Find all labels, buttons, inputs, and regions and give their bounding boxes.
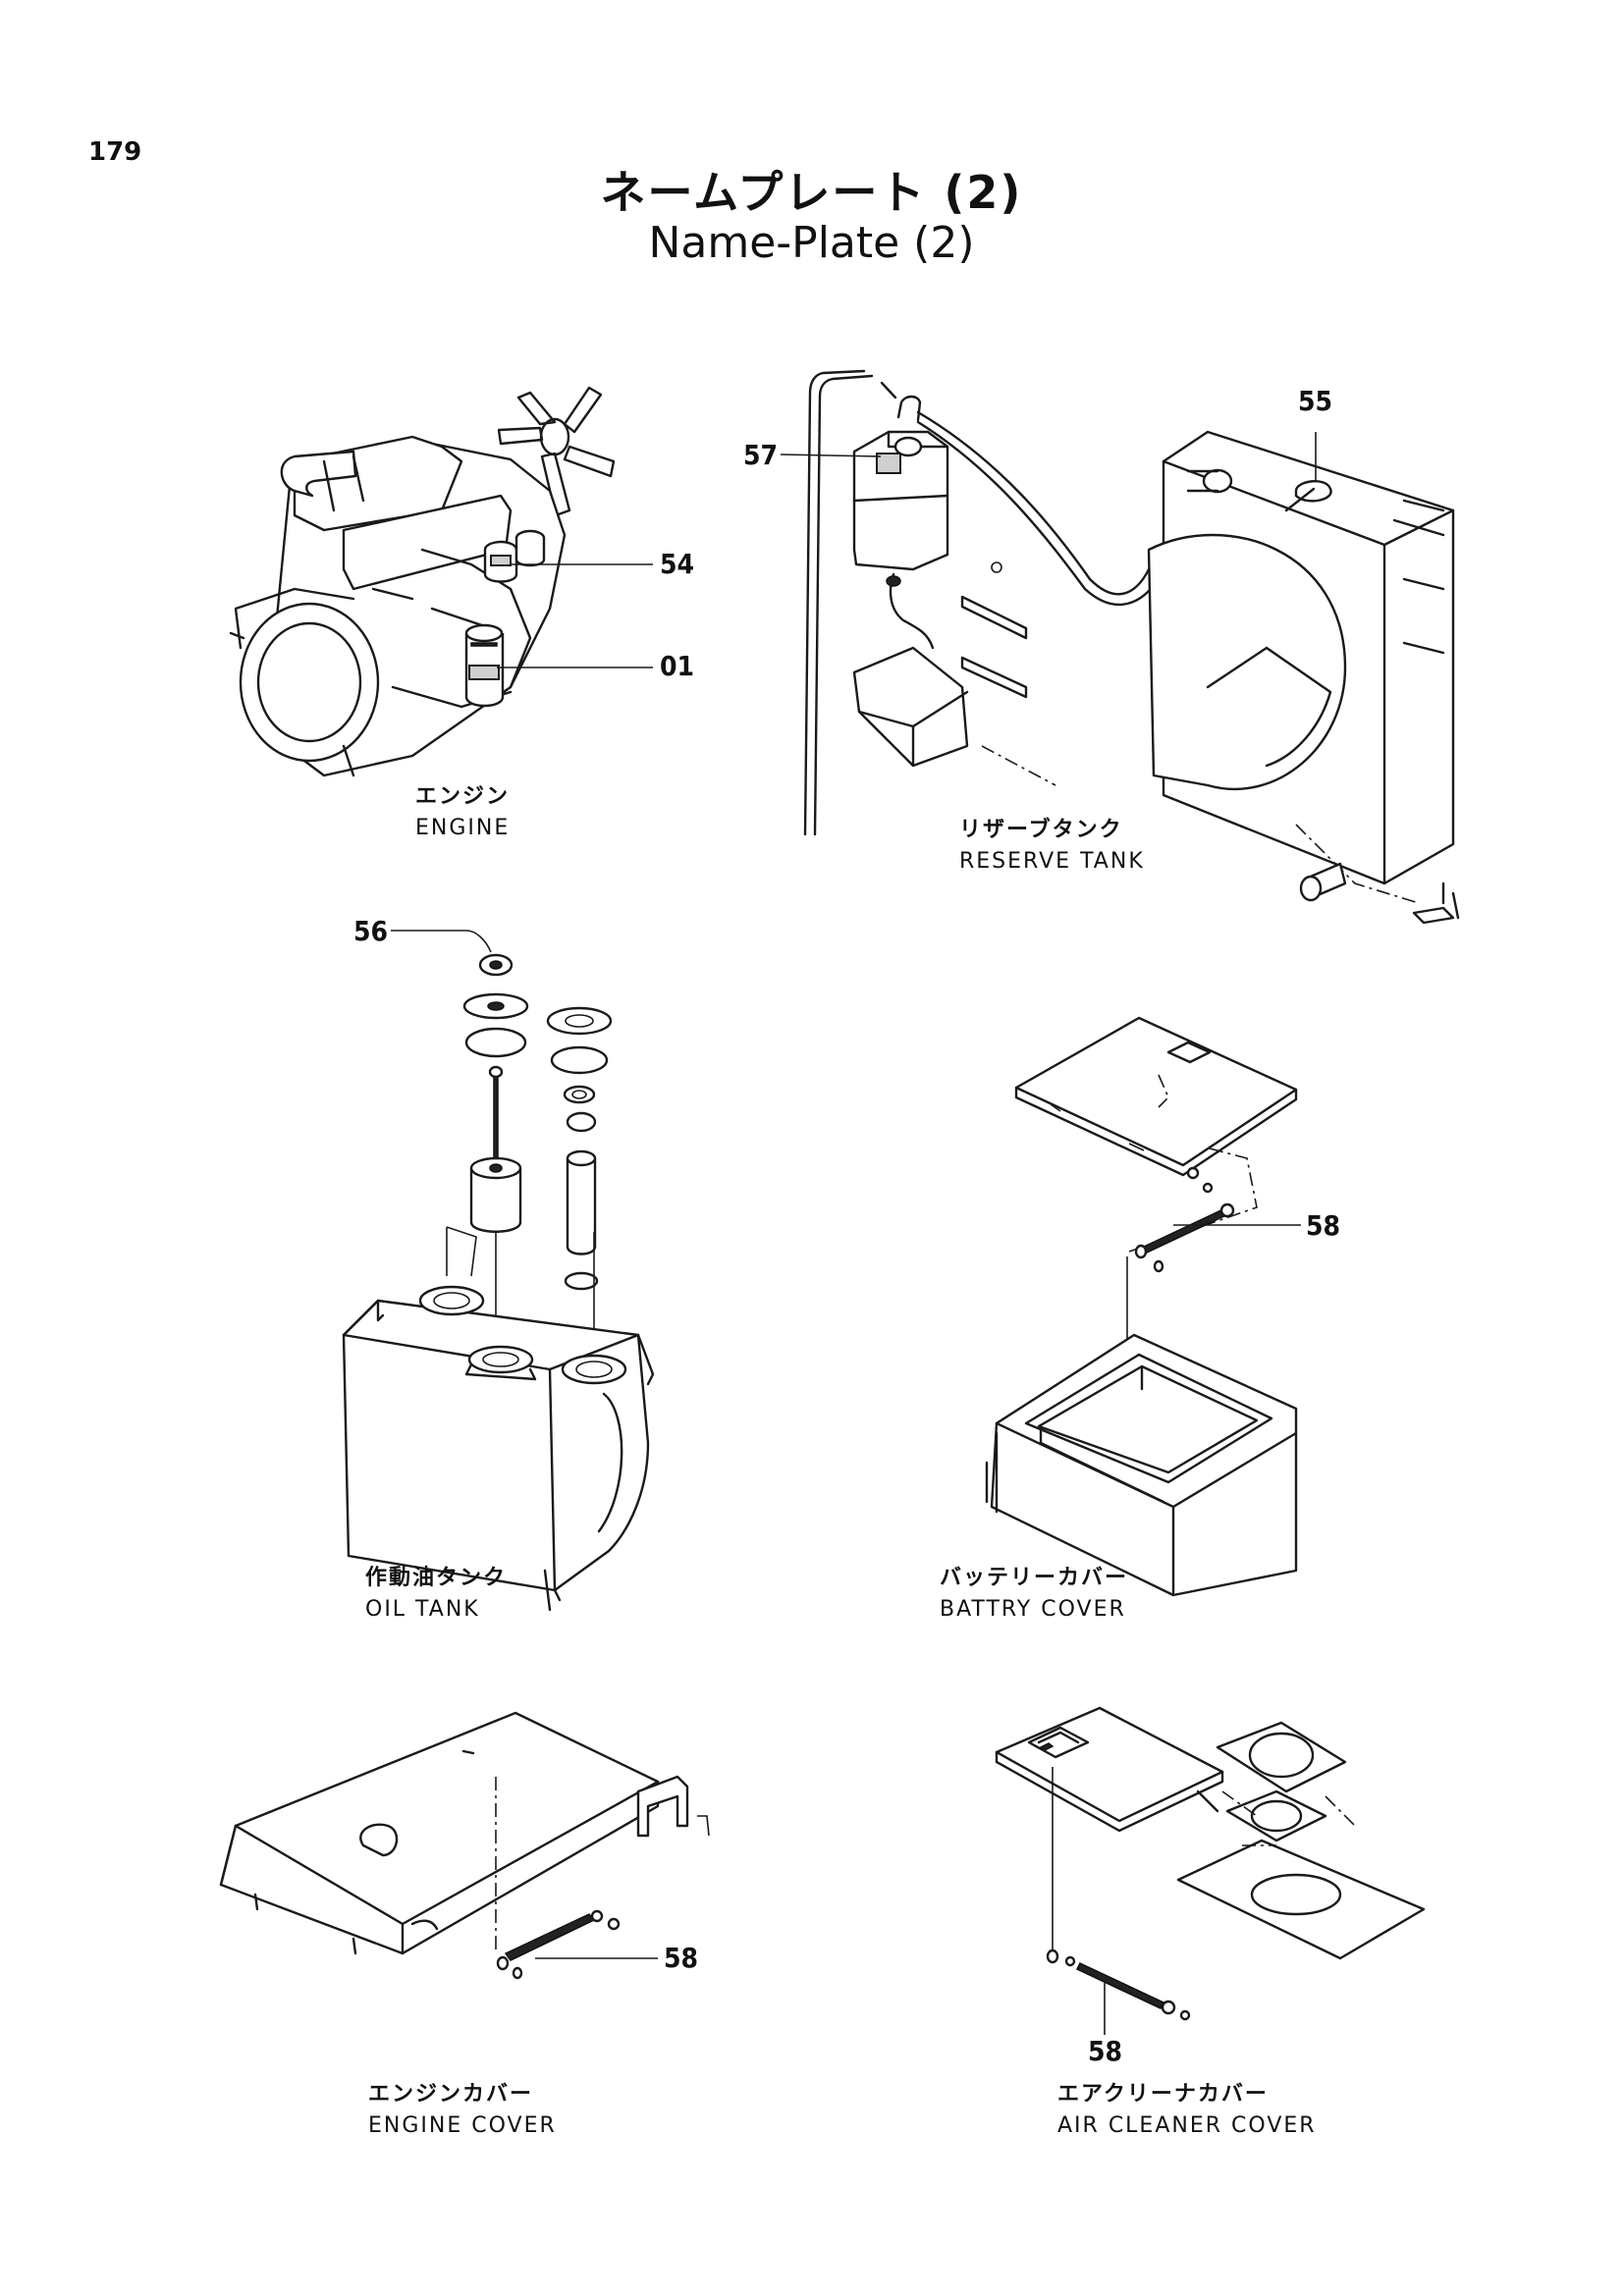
air-cleaner-cover-illustration	[995, 1706, 1426, 2035]
caption-engine-cover-en: ENGINE COVER	[368, 2113, 557, 2138]
caption-oil-tank-en: OIL TANK	[365, 1597, 480, 1622]
caption-engine-jp: エンジン	[415, 784, 511, 809]
caption-battery-cover-jp: バッテリーカバー	[940, 1566, 1129, 1590]
caption-engine-cover-jp: エンジンカバー	[368, 2082, 534, 2107]
caption-air-cleaner-cover-en: AIR CLEANER COVER	[1057, 2113, 1317, 2138]
engine-filter-54	[483, 529, 546, 583]
oil-tank-illustration	[342, 930, 655, 1612]
caption-reserve-tank: リザーブタンク RESERVE TANK	[959, 815, 1145, 878]
reserve-tank-illustration	[780, 369, 1460, 925]
page-title-jp: ネームプレート (2)	[600, 166, 1023, 219]
callout-55: 55	[1298, 385, 1333, 417]
caption-reserve-tank-jp: リザーブタンク	[959, 818, 1123, 842]
engine-cover-illustration	[219, 1711, 710, 1980]
callout-58-engine-cover: 58	[664, 1942, 699, 1974]
caption-reserve-tank-en: RESERVE TANK	[959, 849, 1145, 874]
page-title-en: Name-Plate (2)	[648, 218, 975, 268]
caption-oil-tank: 作動油タンク OIL TANK	[365, 1563, 507, 1626]
engine-illustration	[229, 386, 653, 777]
caption-engine: エンジン ENGINE	[415, 781, 510, 844]
callout-57: 57	[743, 439, 779, 471]
callout-01: 01	[660, 650, 695, 682]
callout-54: 54	[660, 548, 695, 580]
caption-battery-cover: バッテリーカバー BATTRY COVER	[940, 1563, 1128, 1626]
engine-fan	[497, 386, 616, 517]
caption-battery-cover-en: BATTRY COVER	[940, 1597, 1126, 1622]
callout-56: 56	[353, 915, 389, 947]
battery-cover-illustration	[985, 1016, 1301, 1597]
engine-filter-01	[464, 623, 505, 708]
callout-58-air-cleaner: 58	[1088, 2035, 1123, 2067]
caption-engine-en: ENGINE	[415, 816, 511, 840]
caption-oil-tank-jp: 作動油タンク	[365, 1566, 508, 1590]
caption-air-cleaner-cover: エアクリーナカバー AIR CLEANER COVER	[1057, 2079, 1317, 2142]
caption-air-cleaner-cover-jp: エアクリーナカバー	[1057, 2082, 1269, 2107]
callout-58-battery: 58	[1306, 1209, 1341, 1242]
page-number: 179	[88, 137, 142, 167]
caption-engine-cover: エンジンカバー ENGINE COVER	[368, 2079, 557, 2142]
